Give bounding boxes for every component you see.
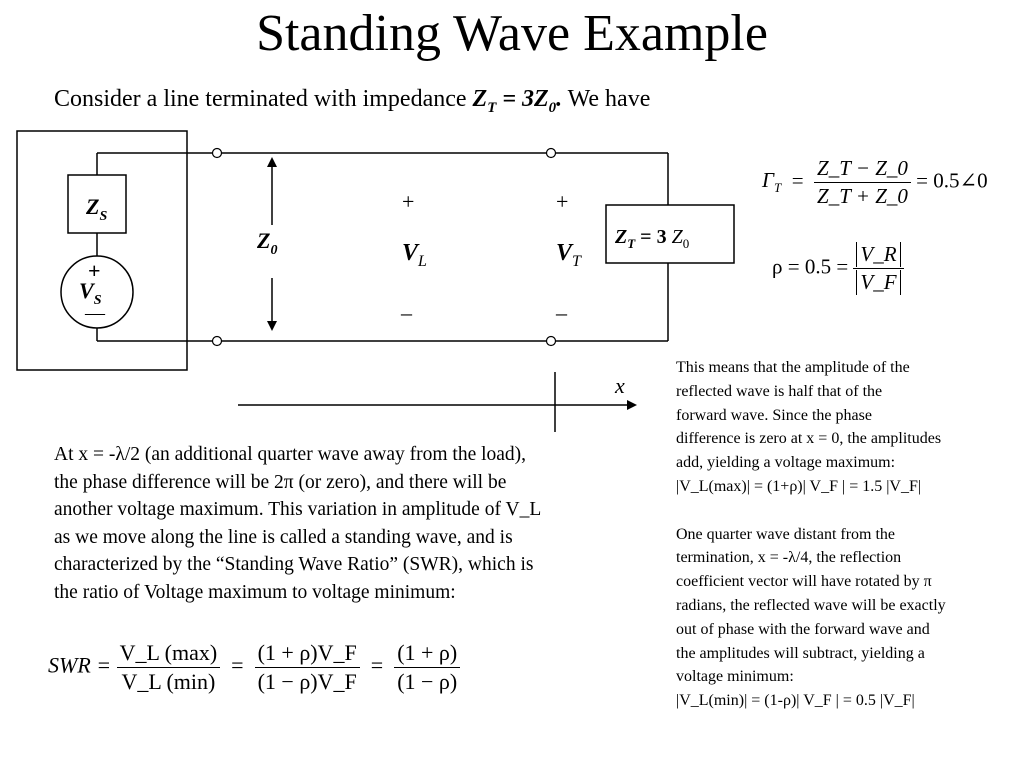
swr-fraction-3: (1 + ρ) (1 − ρ) — [394, 640, 461, 695]
source-plus: + — [88, 258, 101, 283]
swr-fraction-2: (1 + ρ)V_F (1 − ρ)V_F — [254, 640, 360, 695]
swr-frac2-denominator: (1 − ρ)V_F — [257, 669, 357, 694]
para-right-line: One quarter wave distant from the — [676, 525, 896, 543]
para-left-line: characterized by the “Standing Wave Rati… — [54, 554, 534, 576]
para-left-line: the phase difference will be 2π (or zero… — [54, 471, 507, 493]
rho-denominator: V_F — [856, 270, 901, 295]
vl-max-formula: |V_L(max)| = (1+ρ)| V_F | = 1.5 |V_F| — [676, 477, 922, 495]
rho-fraction: V_R V_F — [853, 242, 904, 295]
swr-frac2-numerator: (1 + ρ)V_F — [254, 640, 360, 668]
para-right-line: difference is zero at x = 0, the amplitu… — [676, 430, 942, 448]
vl-label: VL — [402, 240, 427, 270]
swr-fraction-1: V_L (max) V_L (min) — [116, 640, 221, 695]
source-enclosure — [16, 130, 188, 371]
terminal-top-right — [545, 147, 557, 159]
para-right-line: radians, the reflected wave will be exac… — [676, 596, 946, 614]
intro-z0-symbol: Z — [534, 86, 549, 112]
standing-wave-paragraph: At x = -λ/2 (an additional quarter wave … — [54, 441, 619, 607]
gamma-equation: ΓT = Z_T − Z_0 Z_T + Z_0 = 0.5∠0 — [762, 156, 988, 209]
vl-min-formula: |V_L(min)| = (1-ρ)| V_F | = 0.5 |V_F| — [676, 692, 915, 710]
load-impedance-box — [605, 204, 735, 264]
para-right-line: add, yielding a voltage maximum: — [676, 454, 896, 472]
vl-minus: – — [400, 300, 413, 325]
x-axis-label: x — [614, 373, 625, 398]
rho-lhs: ρ = 0.5 = — [772, 254, 849, 279]
vs-label: VS — [79, 278, 102, 308]
intro-text-after: We have — [562, 86, 651, 112]
gamma-numerator: Z_T − Z_0 — [814, 156, 911, 183]
load-label: ZT = 3 Z0 — [614, 226, 689, 251]
para-right-line: This means that the amplitude of the — [676, 359, 910, 376]
gamma-result: = 0.5∠0 — [916, 168, 988, 193]
amplitude-explanation: This means that the amplitude of the ref… — [676, 356, 1021, 713]
swr-frac1-numerator: V_L (max) — [116, 640, 221, 668]
intro-text-before: Consider a line terminated with impedanc… — [54, 86, 473, 112]
source-minus: — — [84, 302, 106, 324]
vt-label: VT — [556, 240, 582, 270]
para-right-line: voltage minimum: — [676, 668, 794, 686]
para-left-line: as we move along the line is called a st… — [54, 526, 513, 548]
slide-title: Standing Wave Example — [256, 5, 768, 62]
para-right-line: the amplitudes will subtract, yielding a — [676, 644, 925, 662]
intro-zt-sub: T — [487, 99, 497, 116]
rho-equation: ρ = 0.5 = V_R V_F — [772, 242, 904, 295]
rho-numerator: V_R — [856, 242, 901, 267]
para-right-line: forward wave. Since the phase — [676, 406, 872, 424]
para-left-line: the ratio of Voltage maximum to voltage … — [54, 581, 456, 603]
swr-equation: SWR = V_L (max) V_L (min) = (1 + ρ)V_F (… — [48, 640, 461, 695]
vt-plus: + — [556, 189, 568, 214]
swr-frac1-denominator: V_L (min) — [121, 669, 216, 694]
intro-equals: = 3 — [496, 86, 534, 112]
terminal-top-left — [211, 147, 223, 159]
para-right-line: termination, x = -λ/4, the reflection — [676, 549, 902, 567]
vt-minus: – — [555, 300, 568, 325]
zs-label: ZS — [85, 194, 107, 224]
swr-frac3-denominator: (1 − ρ) — [397, 669, 458, 694]
gamma-fraction: Z_T − Z_0 Z_T + Z_0 — [814, 156, 911, 209]
terminal-bottom-right — [545, 335, 557, 347]
para-right-line: reflected wave is half that of the — [676, 382, 883, 400]
intro-z0-sub: 0 — [548, 99, 557, 116]
swr-lhs: SWR = — [48, 652, 112, 678]
z0-label: Z0 — [256, 228, 277, 258]
gamma-lhs: ΓT — [762, 168, 782, 196]
vl-plus: + — [402, 189, 414, 214]
para-left-line: another voltage maximum. This variation … — [54, 499, 542, 521]
gamma-denominator: Z_T + Z_0 — [817, 184, 908, 208]
para-left-line: At x = -λ/2 (an additional quarter wave … — [54, 444, 527, 465]
para-right-line: coefficient vector will have rotated by … — [676, 573, 932, 591]
swr-frac3-numerator: (1 + ρ) — [394, 640, 461, 668]
intro-period: . — [556, 86, 563, 112]
para-right-line: out of phase with the forward wave and — [676, 620, 930, 638]
intro-sentence: Consider a line terminated with impedanc… — [54, 86, 650, 117]
terminal-bottom-left — [211, 335, 223, 347]
intro-zt-symbol: Z — [472, 86, 488, 112]
